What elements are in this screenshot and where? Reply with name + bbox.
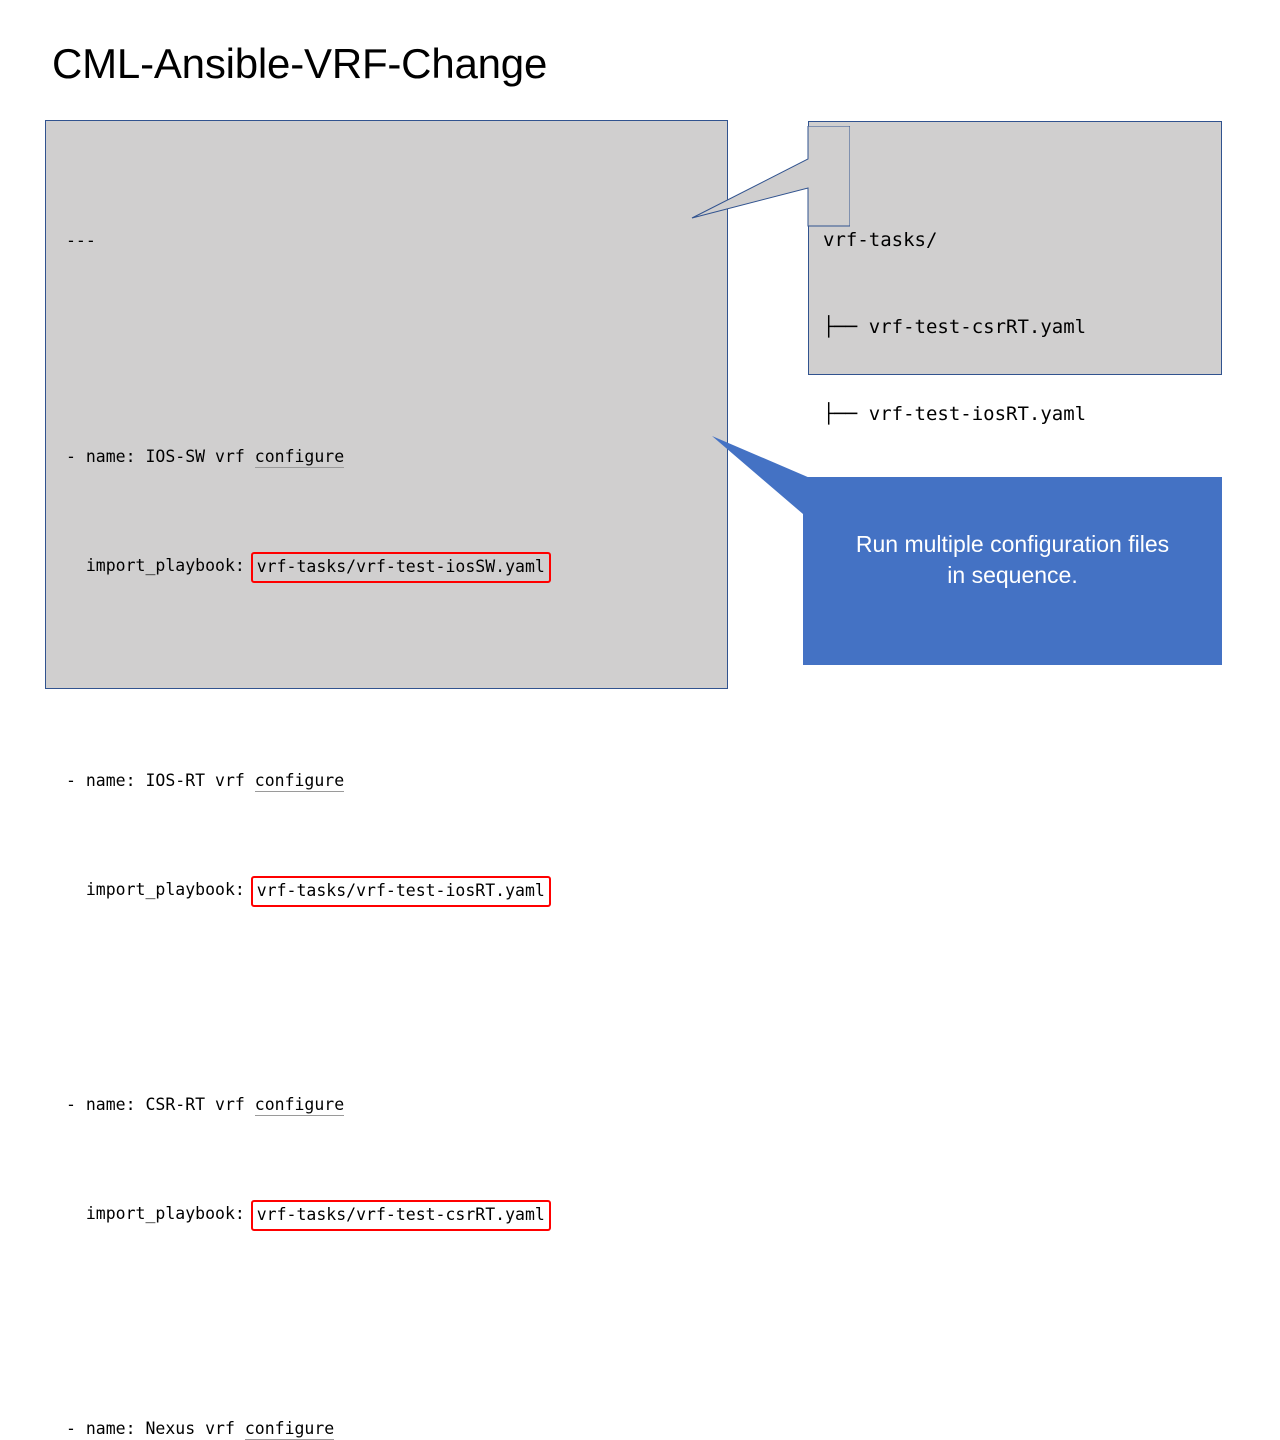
code-text: CSR-RT vrf <box>145 1095 255 1114</box>
code-text: - name: <box>66 447 146 466</box>
file-tree-panel: vrf-tasks/ ├── vrf-test-csrRT.yaml ├── v… <box>808 121 1222 599</box>
misspelled-word: configure <box>254 771 345 792</box>
code-line-blank <box>66 659 551 686</box>
highlighted-path-iossw: vrf-tasks/vrf-test-iosSW.yaml <box>250 552 551 583</box>
misspelled-word: configure <box>244 1419 335 1440</box>
blue-callout-text: Run multiple configuration files in sequ… <box>803 529 1222 591</box>
code-line-task-iossw: - name: IOS-SW vrf configure <box>66 443 551 470</box>
code-line-task-nexus: - name: Nexus vrf configure <box>66 1415 551 1440</box>
code-line-import-iosrt: import_playbook: vrf-tasks/vrf-test-iosR… <box>66 875 551 907</box>
code-line-task-csrrt: - name: CSR-RT vrf configure <box>66 1091 551 1118</box>
code-line-blank <box>66 335 551 362</box>
highlighted-path-csrrt: vrf-tasks/vrf-test-csrRT.yaml <box>250 1200 551 1231</box>
misspelled-word: configure <box>254 1095 345 1116</box>
code-text: import_playbook: <box>66 1204 255 1223</box>
code-line-import-csrrt: import_playbook: vrf-tasks/vrf-test-csrR… <box>66 1199 551 1231</box>
highlighted-path-iosrt: vrf-tasks/vrf-test-iosRT.yaml <box>250 876 551 907</box>
code-text: Nexus vrf <box>145 1419 245 1438</box>
tree-root-label: vrf-tasks/ <box>823 229 938 251</box>
tree-item-iosrt: ├── vrf-test-iosRT.yaml <box>823 403 1087 425</box>
blue-callout-line-1: Run multiple configuration files <box>855 531 1170 557</box>
code-line-blank <box>66 983 551 1010</box>
blue-callout-line-2: in sequence. <box>947 562 1078 588</box>
code-text: import_playbook: <box>66 556 255 575</box>
blue-callout-box: Run multiple configuration files in sequ… <box>803 477 1222 665</box>
page-title: CML-Ansible-VRF-Change <box>52 40 548 87</box>
code-line-task-iosrt: - name: IOS-RT vrf configure <box>66 767 551 794</box>
code-text: - name: <box>66 1419 146 1438</box>
code-line-import-iossw: import_playbook: vrf-tasks/vrf-test-iosS… <box>66 551 551 583</box>
code-text: IOS-SW vrf <box>145 447 255 466</box>
code-line-blank <box>66 1307 551 1334</box>
code-text: - name: <box>66 771 146 790</box>
misspelled-word: configure <box>254 447 345 468</box>
playbook-code-block: --- - name: IOS-SW vrf configure import_… <box>66 146 551 1440</box>
code-text: IOS-RT vrf <box>145 771 255 790</box>
code-line: --- <box>66 227 551 254</box>
playbook-code-panel: --- - name: IOS-SW vrf configure import_… <box>45 120 728 1440</box>
code-text: import_playbook: <box>66 880 255 899</box>
tree-item-csrrt: ├── vrf-test-csrRT.yaml <box>823 316 1087 338</box>
code-text: --- <box>66 231 96 250</box>
code-text: - name: <box>66 1095 146 1114</box>
